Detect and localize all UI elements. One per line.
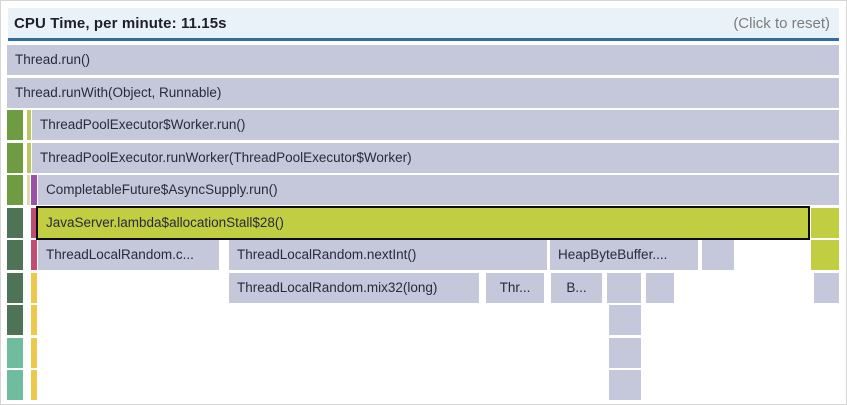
frame-bar[interactable] <box>811 240 839 270</box>
frame-bar[interactable]: HeapByteBuffer.... <box>550 240 698 270</box>
frame-block[interactable] <box>7 305 23 335</box>
flame-row: Thread.runWith(Object, Runnable) <box>1 77 846 108</box>
frame-bar[interactable]: Thr... <box>486 272 544 303</box>
flame-row: ThreadLocalRandom.c... ThreadLocalRandom.… <box>1 240 846 270</box>
frame-bar[interactable]: ThreadLocalRandom.c... <box>38 240 219 270</box>
frame-label: HeapByteBuffer.... <box>558 247 668 262</box>
frame-block[interactable] <box>7 110 23 140</box>
frame-bar[interactable]: ThreadLocalRandom.nextInt() <box>229 240 547 270</box>
frame-block[interactable] <box>7 240 23 270</box>
frame-bar[interactable] <box>609 370 641 400</box>
frame-label: ThreadLocalRandom.nextInt() <box>237 247 417 262</box>
frame-strip[interactable] <box>31 305 37 335</box>
frame-label: ThreadPoolExecutor.runWorker(ThreadPoolE… <box>40 149 412 165</box>
frame-strip[interactable] <box>31 240 37 270</box>
frame-bar[interactable] <box>646 272 674 303</box>
header: CPU Time, per minute: 11.15s (Click to r… <box>8 8 839 41</box>
frame-label: Thread.run() <box>15 52 91 67</box>
frame-strip[interactable] <box>31 207 37 238</box>
frame-label: JavaServer.lambda$allocationStall$28() <box>46 214 284 230</box>
flame-row <box>1 370 846 400</box>
frame-label: Thread.runWith(Object, Runnable) <box>15 84 222 100</box>
frame-label: B... <box>566 279 587 295</box>
frame-block[interactable] <box>7 142 23 173</box>
flame-row: Thread.run() <box>1 45 846 75</box>
frame-bar[interactable]: Thread.run() <box>7 45 839 75</box>
frame-strip[interactable] <box>27 142 31 173</box>
flame-row: CompletableFuture$AsyncSupply.run() <box>1 175 846 205</box>
frame-strip[interactable] <box>27 110 31 140</box>
frame-bar[interactable]: Thread.runWith(Object, Runnable) <box>7 77 839 108</box>
flame-row: ThreadLocalRandom.mix32(long) Thr... B... <box>1 272 846 303</box>
frame-bar[interactable] <box>607 272 641 303</box>
frame-bar[interactable] <box>814 272 839 303</box>
flame-row: ThreadPoolExecutor$Worker.run() <box>1 110 846 140</box>
frame-strip[interactable] <box>31 370 37 400</box>
frame-label: CompletableFuture$AsyncSupply.run() <box>46 182 278 197</box>
frame-block[interactable] <box>7 272 23 303</box>
frame-strip[interactable] <box>31 175 37 205</box>
flame-row <box>1 337 846 368</box>
frame-bar[interactable] <box>811 207 839 238</box>
frame-bar[interactable] <box>609 337 641 368</box>
frame-label: ThreadPoolExecutor$Worker.run() <box>40 117 246 132</box>
flame-row: ThreadPoolExecutor.runWorker(ThreadPoolE… <box>1 142 846 173</box>
frame-label: Thr... <box>499 279 531 295</box>
frame-bar[interactable]: ThreadPoolExecutor$Worker.run() <box>32 110 839 140</box>
frame-bar[interactable]: B... <box>551 272 602 303</box>
flame-row <box>1 305 846 335</box>
frame-block[interactable] <box>7 175 23 205</box>
frame-label: ThreadLocalRandom.mix32(long) <box>237 279 438 295</box>
frame-block[interactable] <box>7 207 23 238</box>
frame-bar[interactable] <box>609 305 641 335</box>
frame-strip[interactable] <box>27 175 30 205</box>
frame-block[interactable] <box>7 370 23 400</box>
frame-strip[interactable] <box>31 272 37 303</box>
flame-row: JavaServer.lambda$allocationStall$28() <box>1 205 846 240</box>
chart-title: CPU Time, per minute: 11.15s <box>14 14 227 32</box>
frame-bar[interactable] <box>702 240 734 270</box>
frame-bar[interactable]: ThreadPoolExecutor.runWorker(ThreadPoolE… <box>32 142 839 173</box>
frame-bar[interactable]: CompletableFuture$AsyncSupply.run() <box>38 175 839 205</box>
frame-label: ThreadLocalRandom.c... <box>46 247 194 262</box>
reset-hint[interactable]: (Click to reset) <box>733 14 830 32</box>
frame-strip[interactable] <box>31 337 37 368</box>
frame-bar[interactable]: ThreadLocalRandom.mix32(long) <box>229 272 479 303</box>
frame-block[interactable] <box>7 337 23 368</box>
frame-bar[interactable]: JavaServer.lambda$allocationStall$28() <box>36 205 810 240</box>
